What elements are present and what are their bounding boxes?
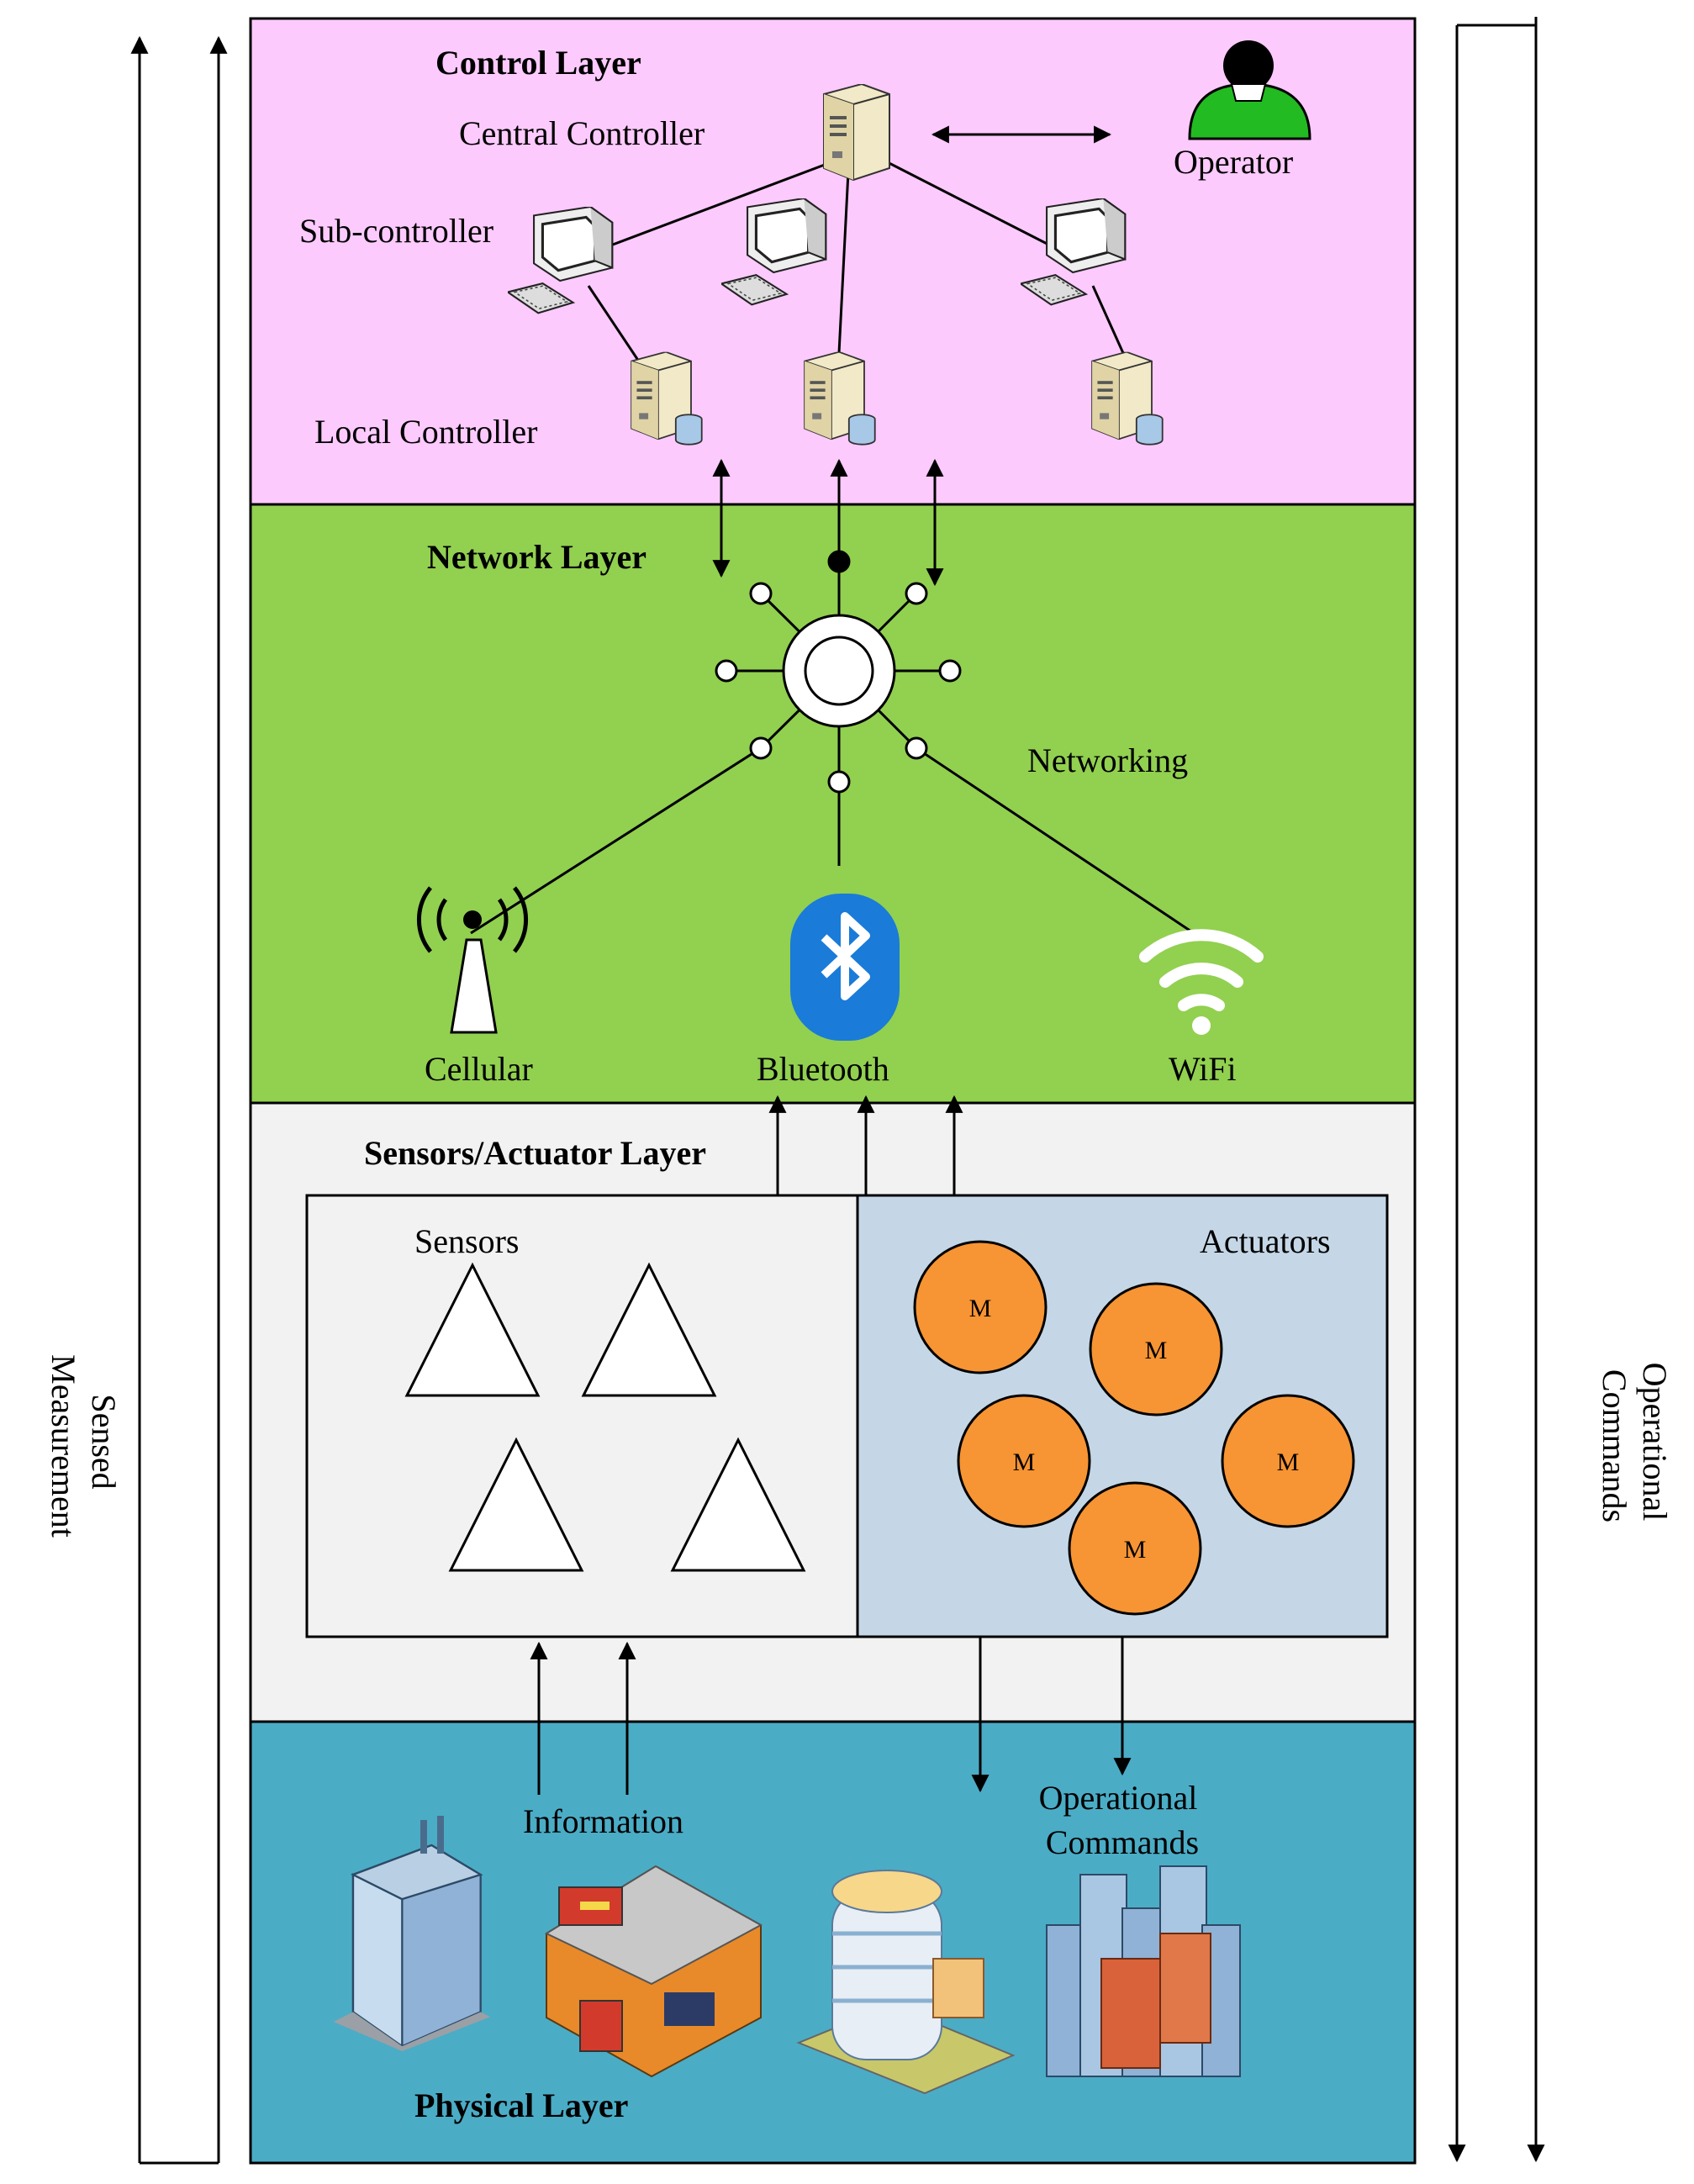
sensor-layer-title: Sensors/Actuator Layer <box>364 1134 706 1172</box>
networking-label: Networking <box>1027 741 1188 779</box>
operator-label: Operator <box>1174 143 1293 181</box>
sensor-triangle <box>670 1437 806 1572</box>
operator-icon <box>1188 40 1311 140</box>
actuators-label: Actuators <box>1200 1222 1331 1260</box>
sensor-triangle <box>404 1262 541 1397</box>
motor-label: M <box>1013 1448 1036 1476</box>
sub-controller-label: Sub-controller <box>299 212 493 250</box>
control-connections <box>587 154 1132 388</box>
network-hub <box>470 550 1195 935</box>
actuator-motors: M M M M M <box>913 1240 1355 1616</box>
physical-commands-label: Operational Commands <box>1039 1779 1206 1861</box>
local-controller-icon-2 <box>805 352 875 445</box>
central-controller-icon <box>823 84 890 181</box>
motor-label: M <box>969 1295 992 1322</box>
local-controller-icon-3 <box>1092 352 1163 445</box>
motor-label: M <box>1124 1536 1147 1564</box>
central-controller-label: Central Controller <box>459 114 705 152</box>
round-building-icon <box>796 1870 1016 2095</box>
local-controller-label: Local Controller <box>314 413 537 451</box>
wifi-label: WiFi <box>1169 1050 1237 1088</box>
command-arrows <box>971 1637 1132 1793</box>
cellular-tower-icon <box>417 886 528 1034</box>
motor-circle <box>1068 1481 1202 1616</box>
sensed-measurement-label: Sensed Measurement <box>45 1354 123 1538</box>
motor-circle <box>957 1394 1091 1528</box>
motor-circle <box>913 1240 1048 1374</box>
wifi-icon <box>1139 929 1264 1035</box>
sensor-triangle <box>581 1262 717 1397</box>
cellular-label: Cellular <box>425 1050 533 1088</box>
city-skyline-icon <box>1046 1865 1241 2077</box>
physical-layer-title: Physical Layer <box>414 2086 628 2124</box>
gas-station-icon <box>544 1865 763 2078</box>
information-label: Information <box>523 1802 683 1840</box>
sensors-label: Sensors <box>414 1222 519 1260</box>
bluetooth-icon <box>790 894 900 1041</box>
motor-circle <box>1089 1282 1223 1416</box>
control-network-arrows <box>712 458 944 587</box>
control-layer-title: Control Layer <box>435 44 641 82</box>
sensor-triangles <box>404 1262 806 1572</box>
office-tower-icon <box>332 1816 492 2051</box>
network-layer-title: Network Layer <box>427 538 646 576</box>
motor-label: M <box>1145 1337 1168 1364</box>
bluetooth-label: Bluetooth <box>757 1050 889 1088</box>
motor-label: M <box>1277 1448 1300 1476</box>
motor-circle <box>1221 1394 1355 1528</box>
operational-commands-label: Operational Commands <box>1596 1363 1674 1530</box>
sensor-triangle <box>448 1437 584 1572</box>
information-arrows <box>530 1641 636 1795</box>
local-controller-icon-1 <box>631 352 702 445</box>
